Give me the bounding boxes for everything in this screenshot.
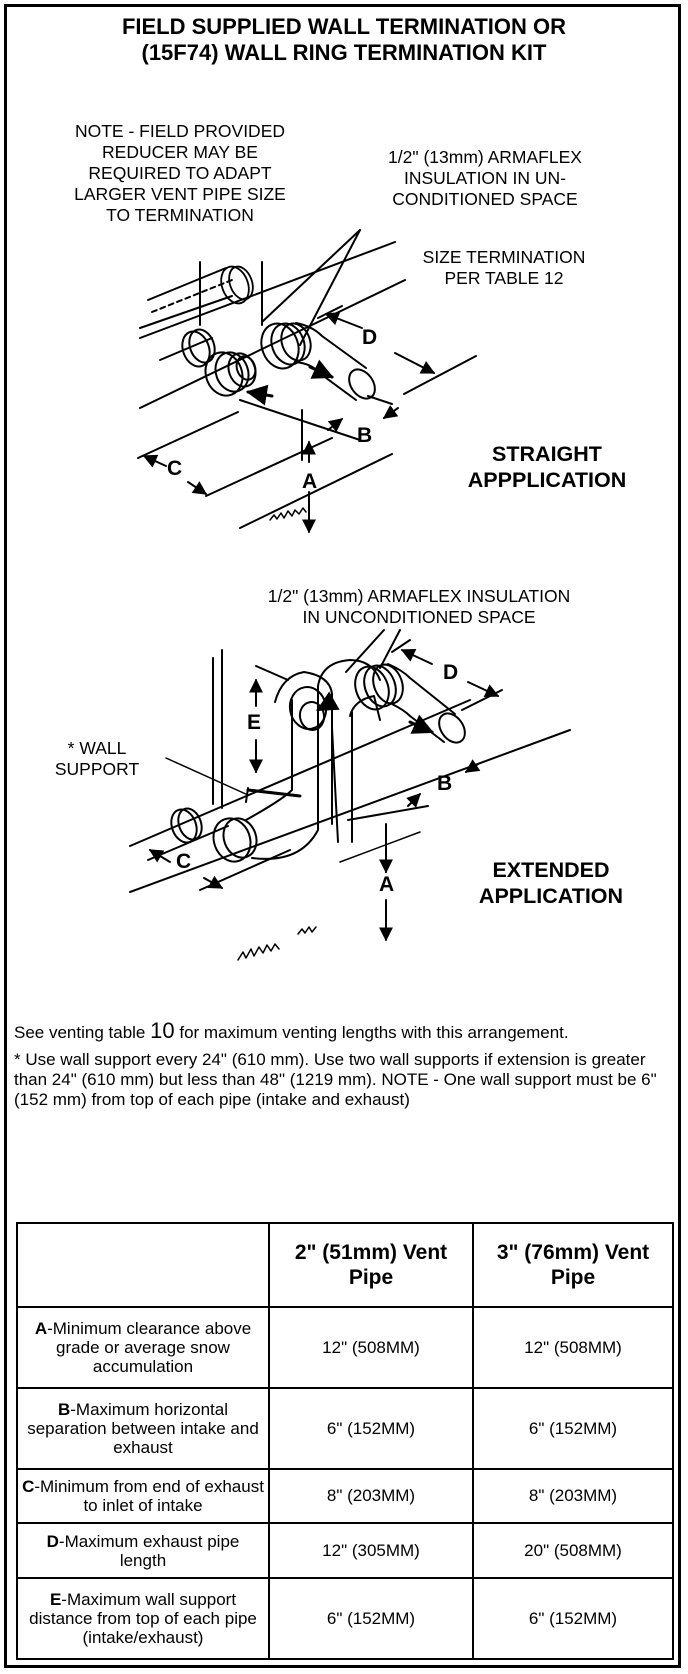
application-line: APPPLICATION (467, 468, 627, 492)
row-value-3in: 12" (508MM) (472, 1306, 674, 1389)
extended-dim-c: C (176, 850, 192, 873)
table-row: D-Maximum exhaust pipe length 12" (305MM… (16, 1522, 674, 1580)
straight-dim-d: D (362, 326, 378, 349)
insulation-line: 1/2" (13mm) ARMAFLEX (388, 147, 582, 167)
see-venting-note: See venting table 10 for maximum venting… (14, 1018, 678, 1043)
reducer-note-line: REDUCER MAY BE (102, 142, 258, 162)
straight-dim-c: C (167, 457, 183, 480)
row-desc: -Minimum clearance above grade or averag… (47, 1318, 252, 1376)
row-letter: C (22, 1476, 35, 1496)
reducer-note-line: REQUIRED TO ADAPT (88, 163, 272, 183)
title-line-2: (15F74) WALL RING TERMINATION KIT (141, 40, 547, 65)
row-desc: -Maximum wall support distance from top … (29, 1590, 257, 1648)
reducer-note-line: LARGER VENT PIPE SIZE (74, 184, 286, 204)
row-label: D-Maximum exhaust pipe length (16, 1522, 270, 1580)
size-termination-label: SIZE TERMINATION PER TABLE 12 (394, 247, 614, 289)
table-row: C-Minimum from end of exhaust to inlet o… (16, 1467, 674, 1525)
application-line: STRAIGHT (492, 442, 602, 466)
row-letter: B (57, 1399, 71, 1419)
row-value-2in: 12" (305MM) (268, 1522, 474, 1580)
application-line: EXTENDED (492, 858, 610, 882)
row-label: E-Maximum wall support distance from top… (16, 1577, 270, 1660)
straight-dim-a: A (302, 470, 318, 493)
title-line-1: FIELD SUPPLIED WALL TERMINATION OR (121, 14, 567, 39)
wall-support-note: * Use wall support every 24" (610 mm). U… (14, 1050, 657, 1109)
reducer-note-line: TO TERMINATION (106, 205, 254, 225)
row-label: A-Minimum clearance above grade or avera… (16, 1306, 270, 1389)
table-row: B-Maximum horizontal separation between … (16, 1386, 674, 1470)
wall-support-label: * WALL SUPPORT (46, 738, 148, 780)
see-suffix: for maximum venting lengths with this ar… (179, 1023, 569, 1042)
reducer-note: NOTE - FIELD PROVIDED REDUCER MAY BE REQ… (46, 121, 314, 226)
see-table-number: 10 (150, 1018, 175, 1043)
row-letter: D (46, 1531, 59, 1551)
extended-dim-a: A (379, 873, 395, 896)
extended-dim-d: D (443, 661, 459, 684)
reducer-note-line: NOTE - FIELD PROVIDED (74, 121, 286, 141)
clearance-table: 2" (51mm) Vent Pipe 3" (76mm) Vent Pipe … (16, 1222, 674, 1660)
row-label: B-Maximum horizontal separation between … (16, 1386, 270, 1470)
straight-drawing (137, 229, 477, 534)
termination-diagrams (129, 229, 571, 961)
row-desc: -Minimum from end of exhaust to inlet of… (34, 1476, 264, 1515)
extended-insulation-label: 1/2" (13mm) ARMAFLEX INSULATION IN UNCON… (226, 586, 612, 628)
insulation-line: CONDITIONED SPACE (392, 189, 578, 209)
straight-insulation-label: 1/2" (13mm) ARMAFLEX INSULATION IN UN- C… (354, 147, 616, 210)
extended-dim-e: E (247, 711, 262, 734)
row-letter: E (49, 1590, 62, 1610)
table-header-blank (16, 1222, 270, 1308)
size-line: SIZE TERMINATION (422, 247, 586, 267)
extended-drawing (129, 629, 571, 961)
insulation-line: IN UNCONDITIONED SPACE (302, 607, 536, 627)
row-value-2in: 8" (203MM) (268, 1467, 474, 1525)
table-header-2in: 2" (51mm) Vent Pipe (268, 1222, 474, 1308)
table-header-row: 2" (51mm) Vent Pipe 3" (76mm) Vent Pipe (16, 1222, 674, 1308)
row-value-2in: 6" (152MM) (268, 1386, 474, 1470)
extended-dim-b: B (437, 772, 453, 795)
row-value-3in: 8" (203MM) (472, 1467, 674, 1525)
insulation-line: INSULATION IN UN- (403, 168, 567, 188)
venting-notes: See venting table 10 for maximum venting… (14, 1018, 678, 1110)
table-row: A-Minimum clearance above grade or avera… (16, 1306, 674, 1389)
row-letter: A (34, 1318, 48, 1338)
extended-application-label: EXTENDED APPLICATION (452, 857, 650, 909)
insulation-line: 1/2" (13mm) ARMAFLEX INSULATION (267, 586, 571, 606)
row-value-3in: 20" (508MM) (472, 1522, 674, 1580)
row-value-3in: 6" (152MM) (472, 1386, 674, 1470)
wall-support-line: * WALL (67, 738, 127, 758)
figure-title: FIELD SUPPLIED WALL TERMINATION OR (15F7… (0, 14, 688, 66)
figure-frame (4, 4, 681, 1668)
straight-application-label: STRAIGHT APPPLICATION (438, 441, 656, 493)
row-label: C-Minimum from end of exhaust to inlet o… (16, 1467, 270, 1525)
row-value-2in: 12" (508MM) (268, 1306, 474, 1389)
row-desc: -Maximum horizontal separation between i… (27, 1399, 259, 1457)
see-prefix: See venting table (14, 1023, 146, 1042)
straight-dim-b: B (357, 424, 373, 447)
application-line: APPLICATION (478, 884, 624, 908)
table-row: E-Maximum wall support distance from top… (16, 1577, 674, 1660)
row-value-3in: 6" (152MM) (472, 1577, 674, 1660)
row-desc: -Maximum exhaust pipe length (58, 1531, 240, 1570)
wall-support-line: SUPPORT (54, 759, 140, 779)
size-line: PER TABLE 12 (444, 268, 564, 288)
row-value-2in: 6" (152MM) (268, 1577, 474, 1660)
table-header-3in: 3" (76mm) Vent Pipe (472, 1222, 674, 1308)
